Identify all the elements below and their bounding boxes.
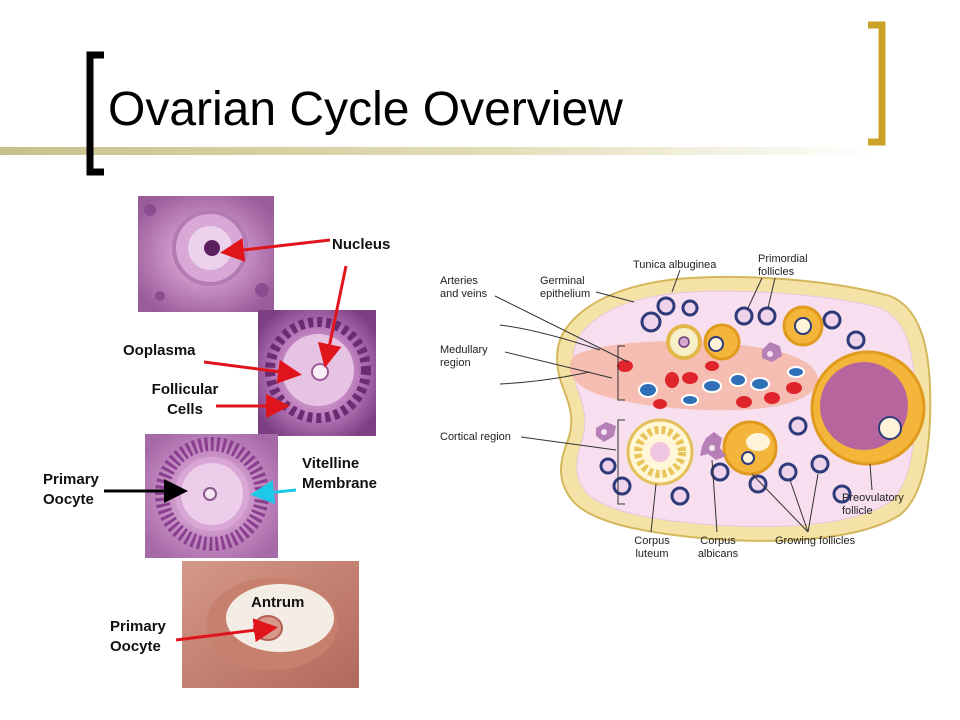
label-preovulatory-follicle-line2: follicle: [842, 505, 873, 517]
label-medullary-region-line1: Medullary: [440, 344, 488, 356]
leader-corpus-albicans: [711, 459, 718, 533]
label-primary-oocyte-b-line2: Oocyte: [110, 638, 161, 655]
label-vitelline-membrane-line1: Vitelline: [302, 455, 360, 472]
arrow-vitelline-membrane: [250, 480, 297, 505]
label-nucleus: Nucleus: [332, 236, 391, 253]
label-follicular-cells-line1: Follicular: [151, 381, 219, 398]
leader-arteries-veins: [494, 295, 629, 363]
arrow-nucleus: [220, 238, 331, 262]
label-corpus-albicans-line1: Corpus: [700, 535, 736, 547]
label-primordial-follicles-line2: follicles: [758, 266, 795, 278]
region-brackets: [617, 345, 625, 505]
label-corpus-luteum-line2: luteum: [635, 548, 669, 560]
label-antrum: Antrum: [251, 594, 305, 611]
leader-growing-follicles-3: [807, 473, 819, 533]
blood-vessels: [617, 360, 805, 409]
leader-primordial-follicles: [747, 277, 763, 309]
leader-corpus-luteum: [650, 483, 657, 533]
leader-medullary-region: [504, 351, 613, 379]
leader-tunica-albuginea: [671, 269, 681, 293]
leader-primordial-follicles-2: [767, 277, 776, 309]
preovulatory-follicle-shape: [810, 350, 926, 466]
label-arteries-veins-line1: Arteries: [440, 275, 478, 287]
bracket-cortical: [617, 419, 625, 505]
label-vitelline-membrane-line2: Membrane: [302, 475, 378, 492]
corpus-luteum-shape: [626, 418, 694, 486]
label-germinal-epithelium-line1: Germinal: [540, 275, 585, 287]
label-primary-oocyte-a-line2: Oocyte: [43, 491, 94, 508]
leader-lines: [494, 269, 873, 533]
arrow-nucleus-2: [317, 265, 348, 368]
right-bracket: [868, 21, 886, 146]
leader-preovulatory-follicle: [869, 463, 873, 491]
label-primordial-follicles-line1: Primordial: [758, 253, 808, 265]
left-bracket: [86, 51, 104, 176]
label-ooplasma: Ooplasma: [123, 342, 196, 359]
leader-arteries-veins-2: [499, 324, 601, 351]
label-germinal-epithelium-line2: epithelium: [540, 288, 591, 300]
label-medullary-region-line2: region: [440, 357, 471, 369]
title-underline-rule: [0, 147, 880, 155]
label-corpus-luteum-line1: Corpus: [634, 535, 670, 547]
primordial-follicles: [599, 296, 866, 506]
leader-medullary-extra: [499, 371, 591, 385]
label-primary-oocyte-a-line1: Primary: [43, 471, 99, 488]
leader-growing-follicles-2: [789, 479, 809, 533]
label-growing-follicles: Growing follicles: [775, 535, 856, 547]
label-preovulatory-follicle-line1: Preovulatory: [842, 492, 904, 504]
label-cortical-region: Cortical region: [440, 431, 511, 443]
label-tunica-albuginea: Tunica albuginea: [633, 259, 717, 271]
slide-title: Ovarian Cycle Overview: [108, 83, 623, 136]
bracket-medullary: [617, 345, 625, 401]
label-primary-oocyte-b-line1: Primary: [110, 618, 166, 635]
label-follicular-cells-line2: Cells: [167, 401, 203, 418]
corpus-albicans-shapes: [596, 342, 782, 460]
leader-cortical-region: [520, 436, 617, 451]
label-corpus-albicans-line2: albicans: [697, 548, 739, 560]
growing-follicle-shapes: [666, 305, 824, 476]
arrow-ooplasma: [203, 359, 302, 384]
leader-germinal-epithelium: [595, 291, 635, 303]
label-arteries-veins-line2: and veins: [440, 288, 488, 300]
leader-growing-follicles-1: [751, 473, 809, 533]
arrow-primary-oocyte-b: [175, 618, 278, 643]
